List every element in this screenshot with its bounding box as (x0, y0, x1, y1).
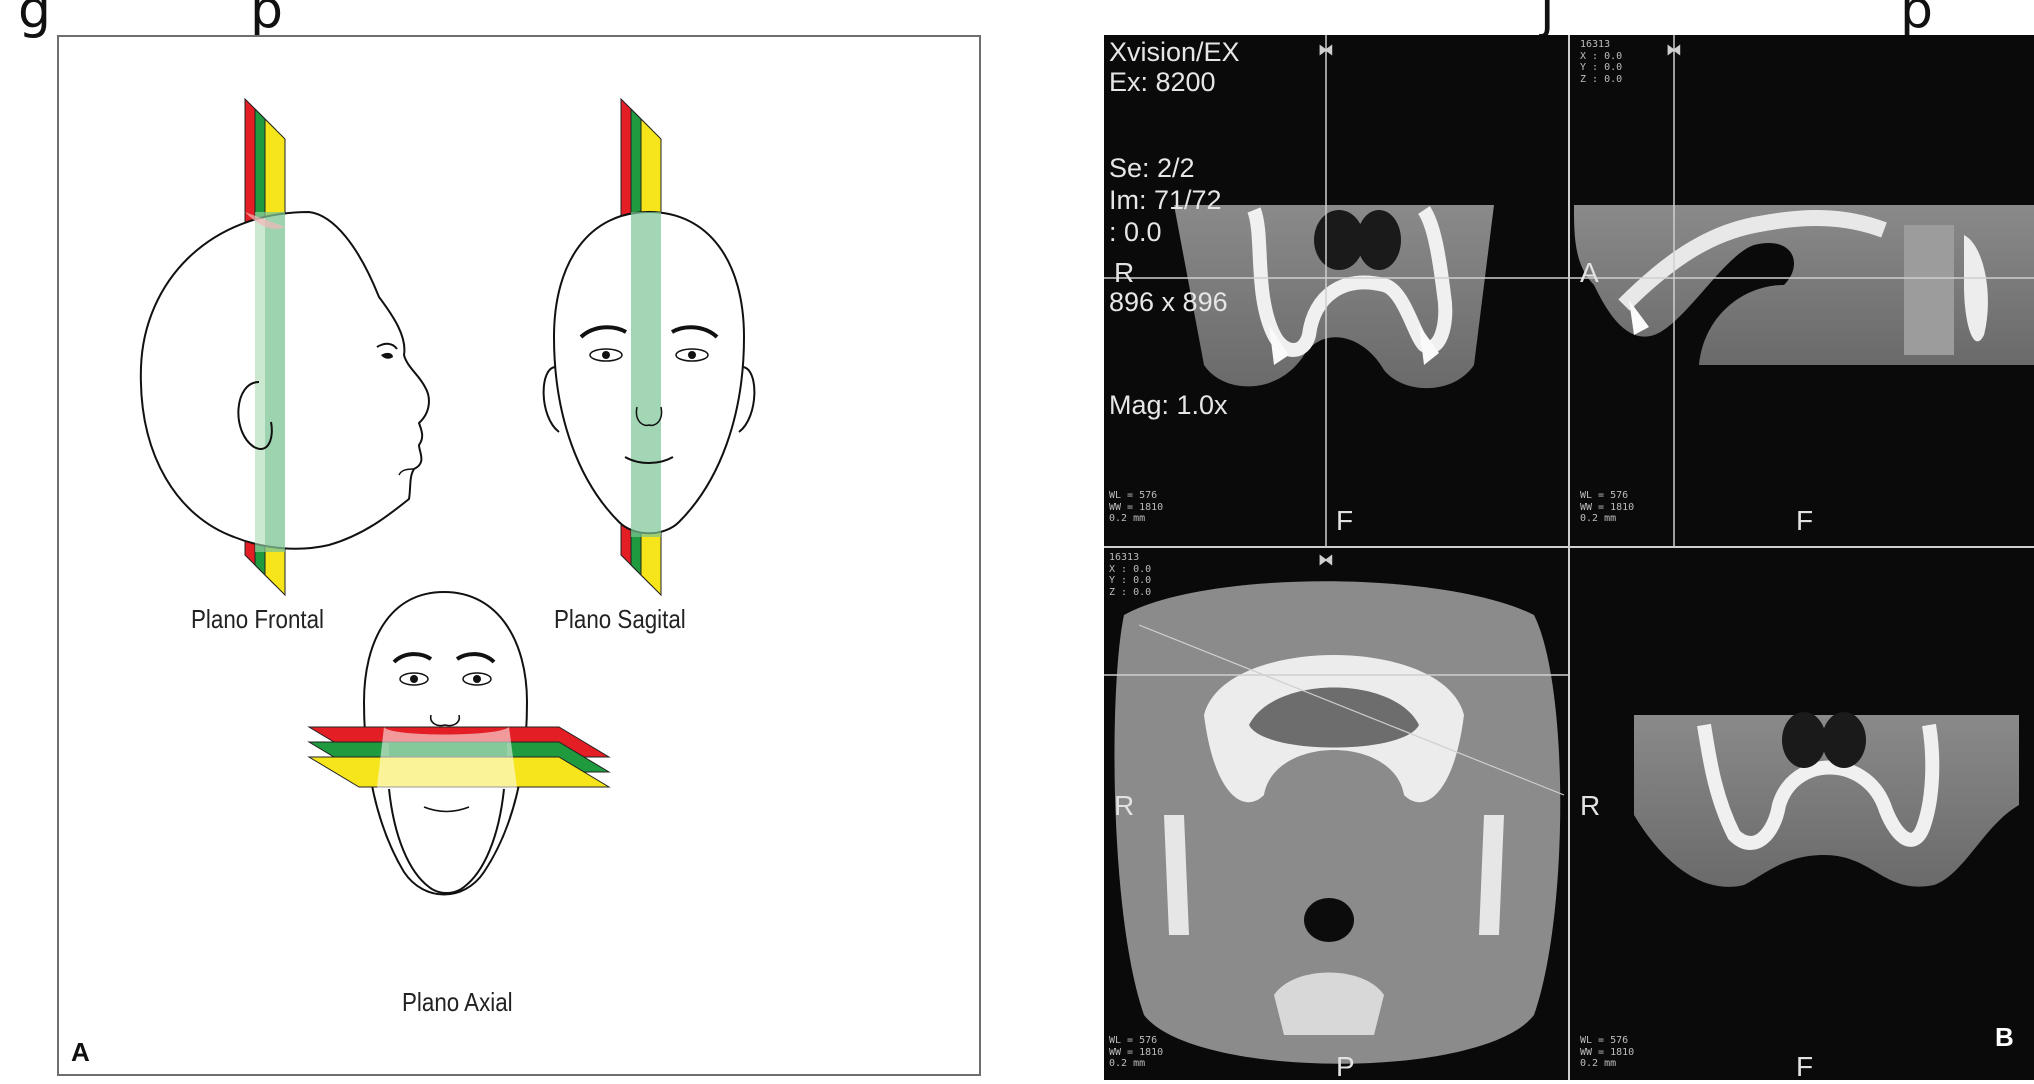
coordinate-readout-bl: 16313 X : 0.0 Y : 0.0 Z : 0.0 (1109, 552, 1151, 598)
panel-b-letter: B (1995, 1022, 2014, 1053)
ct-scan-viewer: ⧓ ⧓ ⧓ Xvision/EX Ex: 8200 Se: 2/2 Im: 71… (1104, 35, 2034, 1080)
cropped-header-text: g p j p (0, 0, 2034, 24)
coronal-view-2 (1634, 712, 2019, 887)
axial-plane-label: Plano Axial (402, 987, 513, 1018)
sagittal-plane-label: Plano Sagital (554, 604, 686, 635)
magnification: Mag: 1.0x (1109, 392, 1228, 419)
orientation-right-tl: R (1114, 257, 1134, 289)
orientation-foot-tl: F (1336, 505, 1353, 537)
svg-text:⧓: ⧓ (1666, 40, 1682, 59)
ct-images: ⧓ ⧓ ⧓ (1104, 35, 2034, 1080)
axial-view (1114, 581, 1560, 1064)
window-level-tl: WL = 576 WW = 1810 0.2 mm (1109, 490, 1163, 525)
exam-number: Ex: 8200 (1109, 69, 1216, 96)
coordinate-readout-tr: 16313 X : 0.0 Y : 0.0 Z : 0.0 (1580, 39, 1622, 85)
slice-position: : 0.0 (1109, 219, 1162, 246)
panel-a-letter: A (71, 1037, 90, 1068)
window-level-tr: WL = 576 WW = 1810 0.2 mm (1580, 490, 1634, 525)
frontal-plane-figure (141, 99, 429, 595)
series-number: Se: 2/2 (1109, 155, 1195, 182)
axial-plane-figure (309, 592, 609, 895)
orientation-posterior-bl: P (1336, 1051, 1355, 1080)
orientation-right-br: R (1580, 790, 1600, 822)
anatomical-planes-illustration: Plano Frontal Plano Sagital Plano Axial … (57, 35, 981, 1076)
device-name: Xvision/EX (1109, 39, 1240, 66)
planes-drawing (59, 37, 981, 1076)
orientation-foot-br: F (1796, 1051, 1813, 1080)
svg-text:⧓: ⧓ (1318, 40, 1334, 59)
image-number: Im: 71/72 (1109, 187, 1222, 214)
sagittal-view (1574, 205, 2034, 365)
svg-text:⧓: ⧓ (1318, 550, 1334, 569)
window-level-bl: WL = 576 WW = 1810 0.2 mm (1109, 1035, 1163, 1070)
sagittal-plane-figure (544, 99, 755, 595)
orientation-right-bl: R (1114, 790, 1134, 822)
window-level-br: WL = 576 WW = 1810 0.2 mm (1580, 1035, 1634, 1070)
orientation-foot-tr: F (1796, 505, 1813, 537)
frontal-plane-label: Plano Frontal (191, 604, 324, 635)
matrix-size: 896 x 896 (1109, 289, 1228, 316)
orientation-anterior-tr: A (1580, 257, 1599, 289)
